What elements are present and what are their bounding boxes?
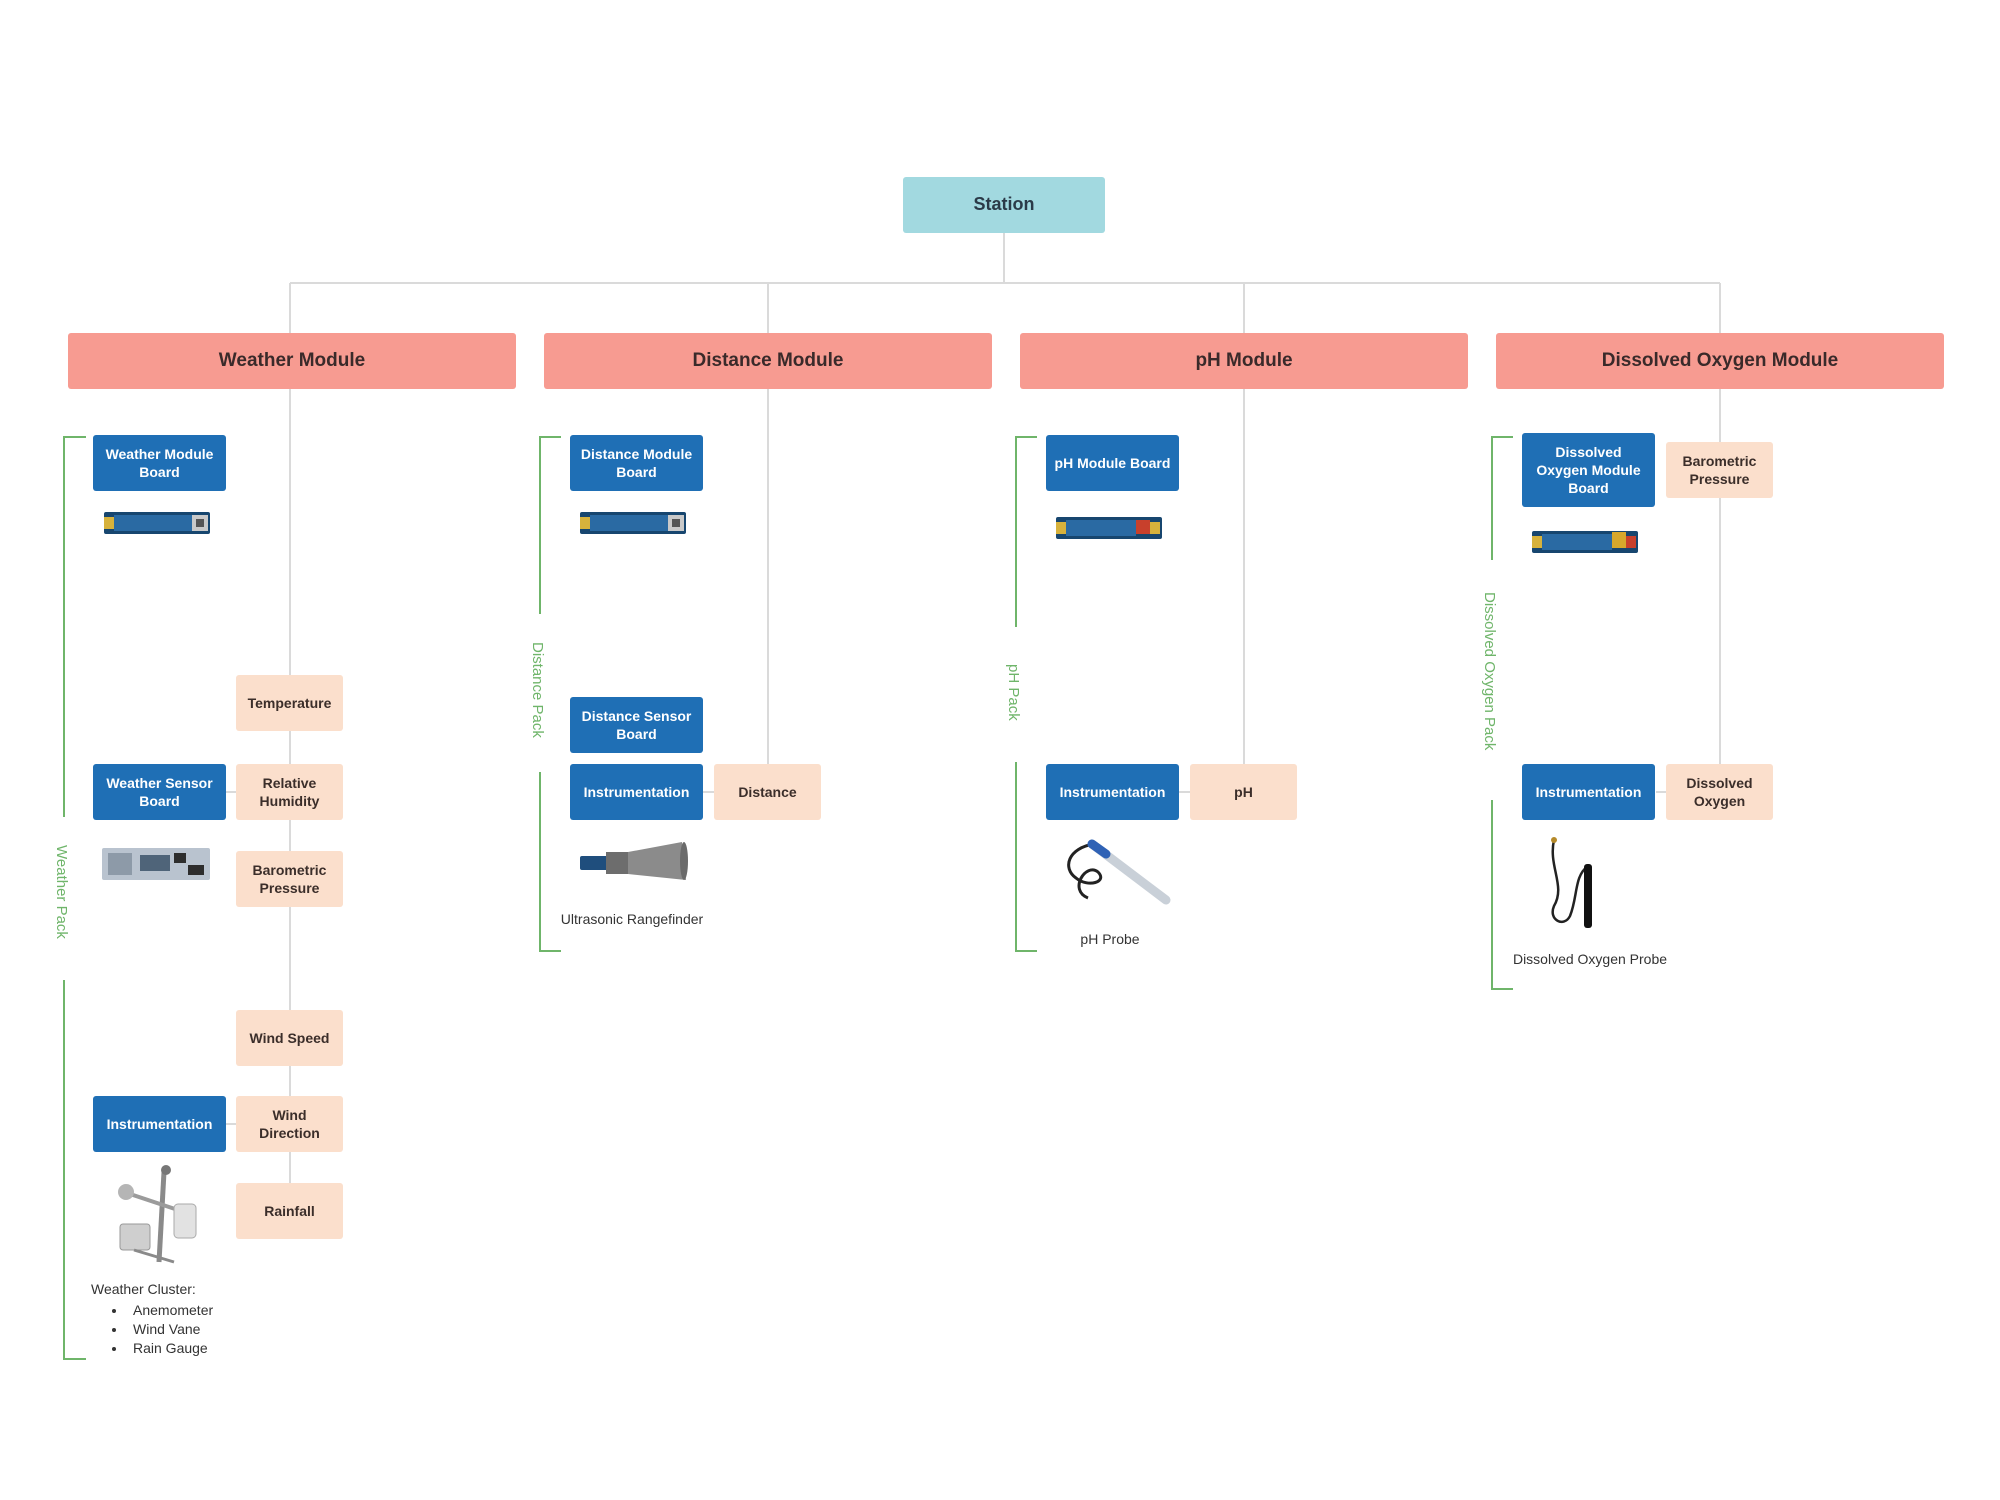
weather-module-board-image <box>104 512 210 534</box>
distance-pack-bracket-bottom <box>539 772 561 952</box>
temperature-node[interactable]: Temperature <box>236 675 343 731</box>
ph-probe-caption: pH Probe <box>1080 931 1140 947</box>
weather-module-node[interactable]: Weather Module <box>68 333 516 389</box>
station-node[interactable]: Station <box>903 177 1105 233</box>
dissolved-oxygen-module-board-image <box>1532 531 1638 553</box>
weather-cluster-image <box>118 1165 197 1264</box>
ph-pack-label: pH Pack <box>1005 664 1022 721</box>
ph-instrumentation-node[interactable]: Instrumentation <box>1046 764 1179 820</box>
weather-sensor-board-node[interactable]: Weather Sensor Board <box>93 764 226 820</box>
distance-module-node[interactable]: Distance Module <box>544 333 992 389</box>
distance-module-board-image <box>580 512 686 534</box>
do-pack-bracket-bottom <box>1491 800 1513 990</box>
weather-cluster-caption: Weather Cluster: Anemometer Wind Vane Ra… <box>91 1280 213 1358</box>
dissolved-oxygen-measurement-node[interactable]: Dissolved Oxygen <box>1666 764 1773 820</box>
weather-cluster-title: Weather Cluster: <box>91 1281 196 1297</box>
do-pack-bracket-top <box>1491 436 1513 560</box>
dissolved-oxygen-probe-image <box>1551 837 1592 928</box>
weather-module-board-node[interactable]: Weather Module Board <box>93 435 226 491</box>
dissolved-oxygen-module-board-node[interactable]: Dissolved Oxygen Module Board <box>1522 433 1655 507</box>
distance-instrumentation-node[interactable]: Instrumentation <box>570 764 703 820</box>
weather-pack-bracket-bottom <box>63 980 86 1360</box>
ph-module-board-image <box>1056 517 1162 539</box>
ph-pack-bracket-top <box>1015 436 1037 627</box>
dissolved-oxygen-pack-label: Dissolved Oxygen Pack <box>1481 592 1498 751</box>
list-item: Anemometer <box>127 1301 213 1320</box>
wind-speed-node[interactable]: Wind Speed <box>236 1010 343 1066</box>
ultrasonic-rangefinder-caption: Ultrasonic Rangefinder <box>560 911 704 927</box>
wind-direction-node[interactable]: Wind Direction <box>236 1096 343 1152</box>
barometric-pressure-node[interactable]: Barometric Pressure <box>236 851 343 907</box>
distance-pack-label: Distance Pack <box>529 642 546 738</box>
list-item: Rain Gauge <box>127 1339 213 1358</box>
list-item: Wind Vane <box>127 1320 213 1339</box>
weather-instrumentation-node[interactable]: Instrumentation <box>93 1096 226 1152</box>
ph-pack-bracket-bottom <box>1015 762 1037 952</box>
relative-humidity-node[interactable]: Relative Humidity <box>236 764 343 820</box>
distance-measurement-node[interactable]: Distance <box>714 764 821 820</box>
weather-cluster-list: Anemometer Wind Vane Rain Gauge <box>91 1301 213 1358</box>
distance-pack-bracket-top <box>539 436 561 614</box>
pack-brackets <box>63 436 1513 1360</box>
weather-sensor-board-image <box>102 848 210 880</box>
ph-measurement-node[interactable]: pH <box>1190 764 1297 820</box>
distance-sensor-board-node[interactable]: Distance Sensor Board <box>570 697 703 753</box>
dissolved-oxygen-module-node[interactable]: Dissolved Oxygen Module <box>1496 333 1944 389</box>
ultrasonic-rangefinder-image <box>580 842 688 880</box>
rainfall-node[interactable]: Rainfall <box>236 1183 343 1239</box>
ph-module-node[interactable]: pH Module <box>1020 333 1468 389</box>
ph-probe-image <box>1067 839 1171 905</box>
ph-module-board-node[interactable]: pH Module Board <box>1046 435 1179 491</box>
dissolved-oxygen-probe-caption: Dissolved Oxygen Probe <box>1512 951 1668 967</box>
weather-pack-label: Weather Pack <box>53 845 70 939</box>
weather-pack-bracket-top <box>63 436 86 817</box>
do-barometric-pressure-node[interactable]: Barometric Pressure <box>1666 442 1773 498</box>
do-instrumentation-node[interactable]: Instrumentation <box>1522 764 1655 820</box>
distance-module-board-node[interactable]: Distance Module Board <box>570 435 703 491</box>
